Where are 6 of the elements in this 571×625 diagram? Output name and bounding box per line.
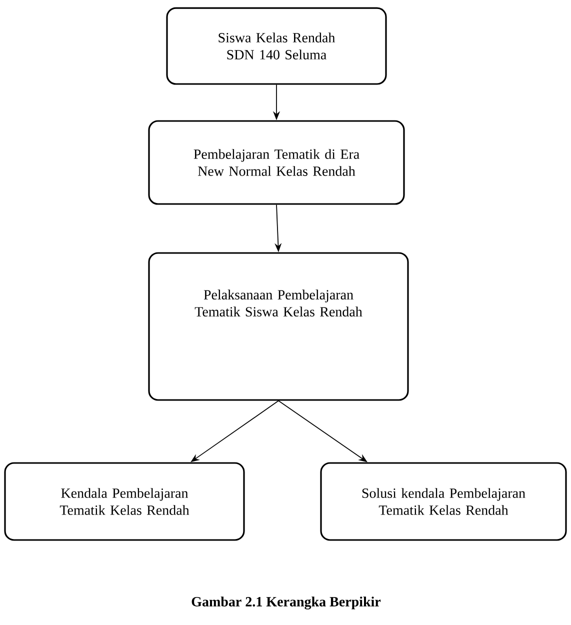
process-box: Pelaksanaan Pembelajaran Tematik Siswa Kelas Rendah [148, 252, 409, 401]
process-box: Siswa Kelas Rendah SDN 140 Seluma [166, 7, 387, 85]
process-box: Kendala Pembelajaran Tematik Kelas Rendah [4, 462, 245, 541]
process-box: Pembelajaran Tematik di Era New Normal Kelas Rendah [148, 120, 405, 205]
caption: Gambar 2.1 Kerangka Berpikir [192, 596, 381, 610]
process-box: Solusi kendala Pembelajaran Tematik Kelas Rendah [320, 462, 567, 541]
